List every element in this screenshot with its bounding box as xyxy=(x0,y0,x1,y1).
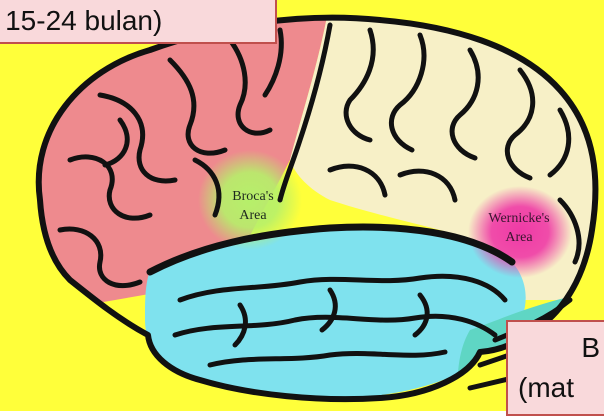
broca-label-line2: Area xyxy=(218,206,288,225)
bottom-callout-box: B (mat xyxy=(506,320,604,416)
broca-label-line1: Broca's xyxy=(218,187,288,206)
wernicke-area-label: Wernicke's Area xyxy=(476,209,562,247)
wernicke-label-line2: Area xyxy=(476,228,562,247)
top-callout-text: r 15-24 bulan) xyxy=(0,5,162,36)
top-callout-box: r 15-24 bulan) xyxy=(0,0,277,44)
bottom-callout-line1: B xyxy=(508,332,604,364)
wernicke-label-line1: Wernicke's xyxy=(476,209,562,228)
broca-area-label: Broca's Area xyxy=(218,187,288,225)
bottom-callout-line2: (mat xyxy=(508,364,604,404)
